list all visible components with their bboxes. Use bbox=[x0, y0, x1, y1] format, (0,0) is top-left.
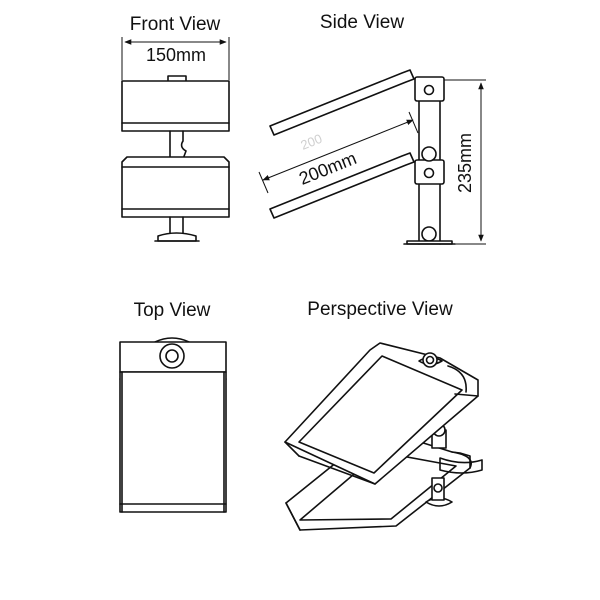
perspective-upper-tray bbox=[284, 342, 479, 485]
top-back-arc bbox=[154, 337, 190, 343]
front-lower-tray bbox=[121, 156, 230, 218]
side-middle-fitting bbox=[421, 146, 437, 162]
side-view-title: Side View bbox=[320, 12, 404, 33]
front-view: Front View 150mm bbox=[121, 14, 230, 242]
side-upper-clamp bbox=[414, 76, 445, 102]
depth-faint-label: 200 bbox=[298, 131, 324, 153]
top-view: Top View bbox=[119, 300, 227, 513]
height-dimension-label: 235mm bbox=[455, 133, 475, 193]
front-upper-tray bbox=[121, 80, 230, 132]
top-tray bbox=[119, 371, 227, 513]
side-upper-tray bbox=[269, 69, 415, 136]
side-bottom-fitting bbox=[421, 226, 437, 242]
top-view-title: Top View bbox=[134, 300, 211, 321]
perspective-view-title: Perspective View bbox=[307, 299, 453, 320]
perspective-upper-post bbox=[418, 352, 443, 368]
perspective-base bbox=[425, 423, 453, 507]
front-base bbox=[154, 216, 200, 242]
side-base bbox=[403, 240, 456, 245]
top-post bbox=[159, 343, 185, 369]
width-dimension: 150mm bbox=[121, 37, 230, 80]
side-lower-clamp bbox=[414, 159, 445, 185]
height-dimension: 235mm bbox=[444, 79, 486, 245]
front-post bbox=[169, 130, 187, 160]
side-view: Side View bbox=[258, 12, 486, 245]
front-view-title: Front View bbox=[130, 14, 221, 35]
perspective-view: Perspective View bbox=[284, 299, 483, 531]
width-dimension-label: 150mm bbox=[146, 45, 206, 65]
